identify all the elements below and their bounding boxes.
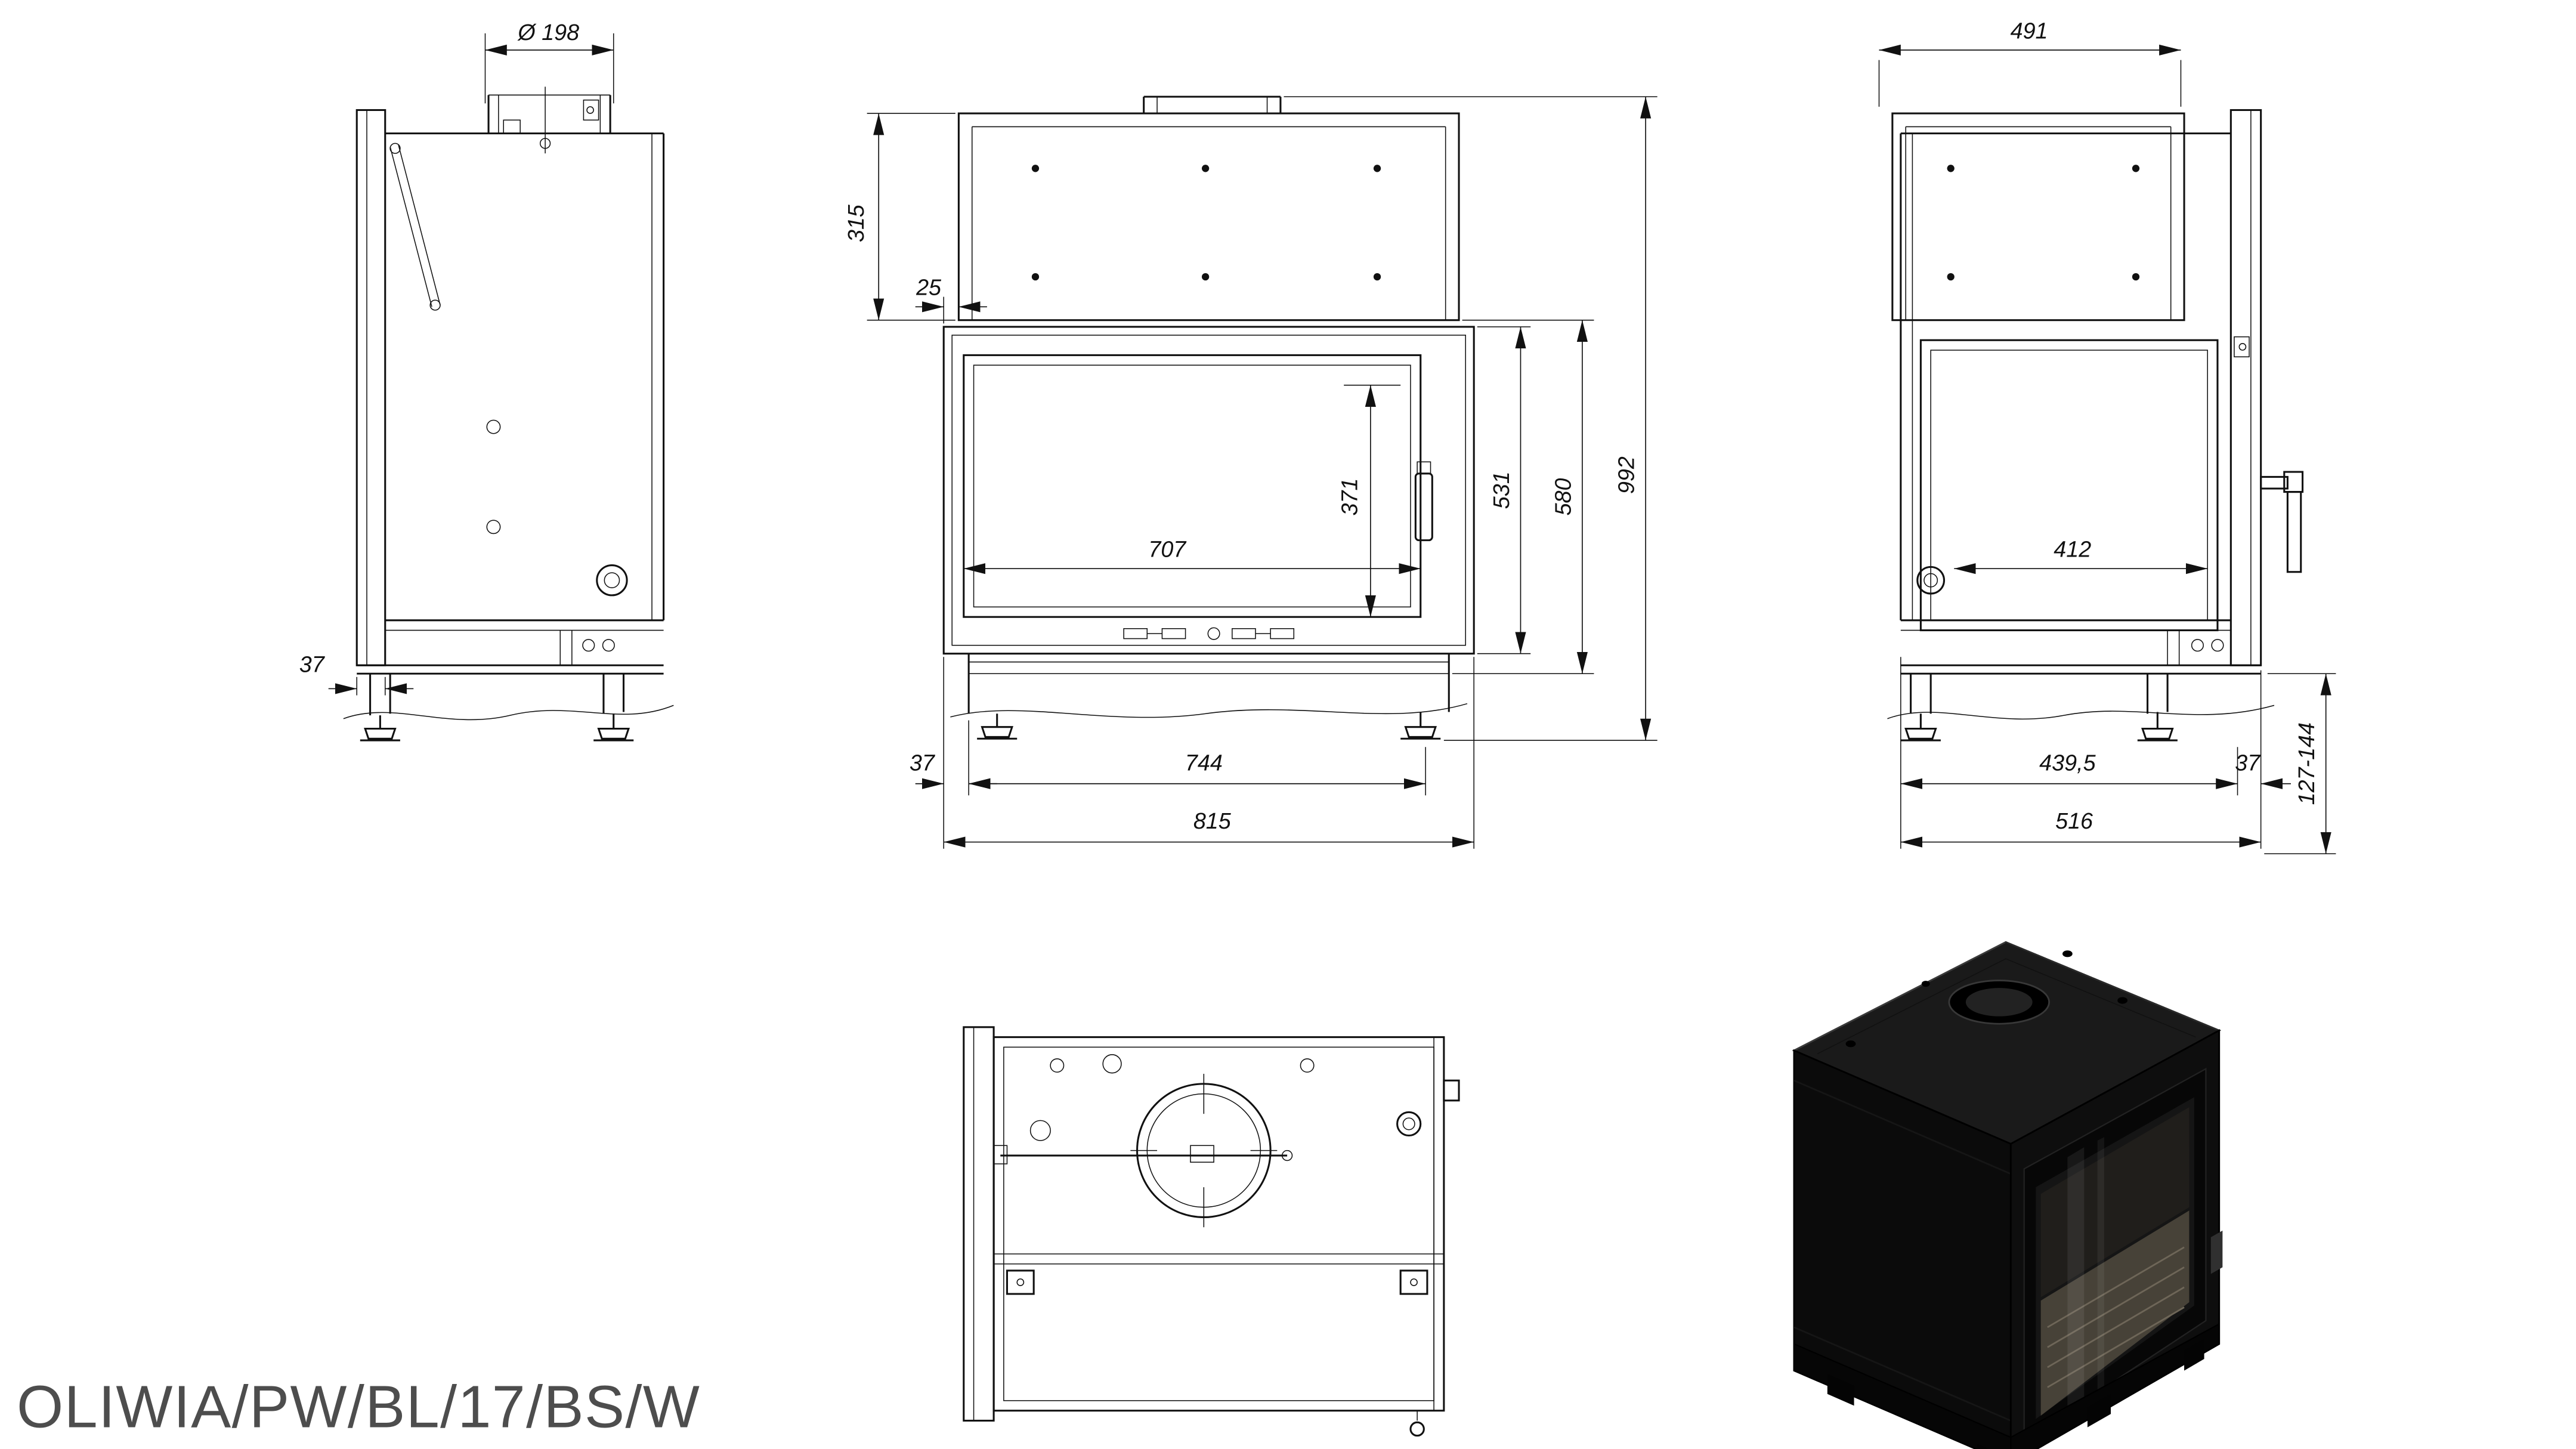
stand-right [1887,673,2275,742]
body-outline-left [385,132,665,622]
flue-opening-top [1130,1074,1278,1228]
sensor-box [1443,1079,1460,1102]
front-frame-edge-top [963,1026,995,1422]
flue-collar-front [1143,95,1282,114]
dim-top-depth: 491 [2011,18,2048,43]
door-handle-front [1414,461,1433,542]
ash-zone-left [357,629,664,675]
render-foot [1827,1374,1854,1406]
bolt-hole [1050,1058,1065,1073]
render-foot [2087,1394,2111,1428]
dim-jacket-height: 315 [843,204,868,242]
render-foot [1977,1444,1989,1449]
render-firebox-back [2040,1107,2190,1297]
dim-frame-offset: 37 [910,750,936,775]
bolt-hole [1102,1054,1122,1074]
view-top [963,1026,1460,1437]
front-frame-edge [355,109,386,666]
render-base [1793,1343,2012,1449]
chain-ball [1409,1410,1425,1437]
dim-total-height: 992 [1614,456,1639,494]
latch-detail [2234,336,2250,357]
model-label: OLIWIA/PW/BL/17/BS/W [17,1374,700,1441]
door-frame-front [942,326,1475,655]
dim-leg-height-range: 127-144 [2294,722,2319,805]
drain-fitting-right [1916,566,1946,595]
side-hole [486,419,501,434]
dim-total-width: 815 [1193,808,1232,833]
dim-door-height: 531 [1489,471,1514,509]
render-firebox-grate [2040,1210,2190,1416]
dim-right-frame-offset: 37 [2235,750,2261,775]
air-control [1123,627,1295,640]
side-hole [486,520,501,535]
control-rod [993,1145,1293,1164]
dim-body-width: 744 [1185,750,1223,775]
dim-glass-width: 707 [1148,537,1187,562]
render-glass-reflection [2067,1147,2085,1421]
render-handle [2210,1230,2223,1274]
view-front: 315 25 707 371 [843,95,1657,849]
body-outline-top [992,1036,1445,1412]
water-jacket-front [957,112,1460,322]
water-jacket-right [1891,112,2185,322]
stand-front [950,653,1468,740]
side-glass-window [1919,339,2219,632]
top-view-lower-details [994,1253,1444,1295]
dim-glass-height: 371 [1337,478,1362,515]
dim-jacket-inset: 25 [916,275,942,300]
bolt-hole [1029,1120,1051,1141]
view-side-right: 491 412 [1878,18,2336,854]
dim-flue-diameter: Ø 198 [517,20,579,45]
render-foot [2184,1339,2204,1371]
view-side-left: Ø 198 [299,20,674,742]
drain-fitting [596,564,628,597]
dim-total-depth: 516 [2055,808,2093,833]
ash-zone-right [1900,629,2261,675]
glass-panel-front [963,354,1422,618]
front-frame-edge-right [2229,109,2262,666]
bolt-hole [1300,1058,1315,1073]
fitting-top [1396,1111,1422,1137]
door-handle-right [2260,471,2304,573]
door-stay [389,143,441,311]
dim-side-glass-width: 412 [2054,537,2091,562]
dim-side-left-front-offset: 37 [299,651,326,676]
render-3d [1792,941,2223,1449]
dim-body-depth: 439,5 [2039,750,2096,775]
flue-stub-side [487,86,611,154]
dim-body-height: 580 [1550,478,1575,515]
stand-left [343,673,674,742]
